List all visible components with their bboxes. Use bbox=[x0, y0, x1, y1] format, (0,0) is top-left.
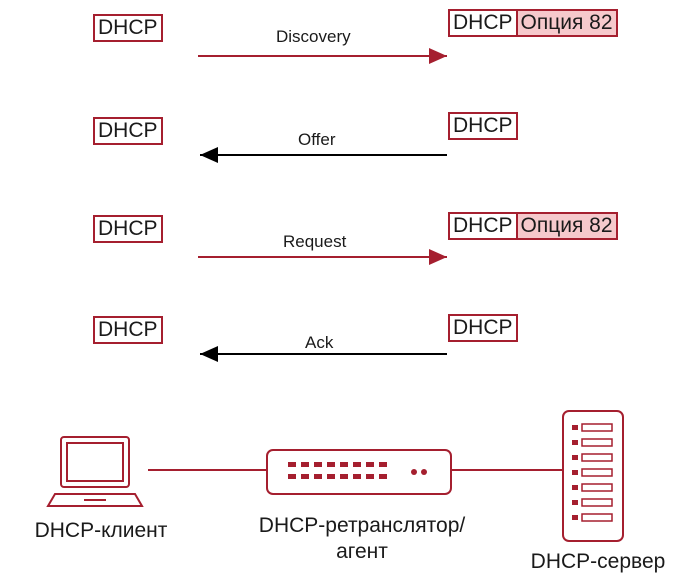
discovery-client-packet: DHCP bbox=[93, 14, 163, 42]
offer-label: Offer bbox=[298, 130, 336, 149]
relay-label-line1: DHCP-ретранслятор/ bbox=[258, 514, 466, 537]
offer-client-packet: DHCP bbox=[93, 117, 163, 145]
relay-label-line2: агент bbox=[336, 540, 388, 563]
server-icon bbox=[562, 410, 624, 542]
client-label: DHCP-клиент bbox=[34, 519, 168, 542]
switch-icon bbox=[266, 449, 452, 495]
laptop-icon bbox=[46, 436, 144, 507]
option-82-tag: Опция 82 bbox=[517, 9, 618, 37]
offer-server-packet: DHCP bbox=[448, 112, 518, 140]
discovery-server-packet: DHCP Опция 82 bbox=[448, 9, 618, 37]
ack-client-packet: DHCP bbox=[93, 316, 163, 344]
relay-label: DHCP-ретранслятор/ агент bbox=[222, 513, 502, 565]
request-label: Request bbox=[283, 232, 347, 251]
discovery-label: Discovery bbox=[276, 27, 351, 46]
dhcp-tag: DHCP bbox=[448, 9, 518, 37]
option-82-tag: Опция 82 bbox=[517, 212, 618, 240]
request-server-packet: DHCP Опция 82 bbox=[448, 212, 618, 240]
dhcp-tag: DHCP bbox=[448, 212, 518, 240]
request-client-packet: DHCP bbox=[93, 215, 163, 243]
ack-label: Ack bbox=[305, 333, 334, 352]
ack-server-packet: DHCP bbox=[448, 314, 518, 342]
server-label: DHCP-сервер bbox=[530, 550, 666, 573]
